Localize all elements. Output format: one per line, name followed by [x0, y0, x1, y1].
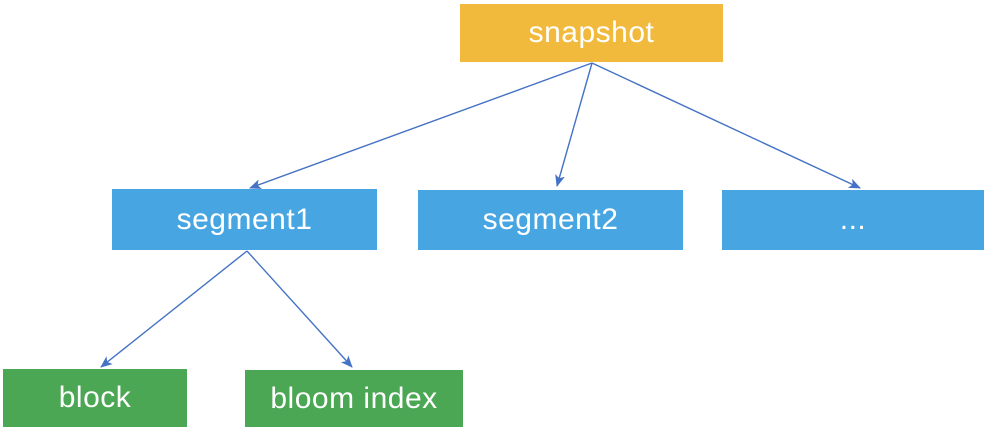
node-snapshot: snapshot	[460, 4, 723, 62]
node-snapshot-label: snapshot	[528, 16, 655, 49]
node-block: block	[3, 369, 187, 427]
edge-segment1-block	[100, 250, 248, 368]
node-segment1: segment1	[112, 189, 377, 250]
edge-snapshot-more	[591, 62, 861, 189]
node-bloom-index-label: bloom index	[270, 381, 438, 415]
node-bloom-index: bloom index	[245, 370, 463, 427]
edge-snapshot-segment1	[249, 62, 593, 189]
node-more-label: ...	[839, 203, 867, 236]
node-segment2: segment2	[418, 190, 683, 250]
node-block-label: block	[58, 381, 132, 414]
edge-snapshot-segment2	[555, 62, 593, 187]
node-segment1-label: segment1	[176, 202, 313, 236]
edge-segment1-bloom-index	[246, 250, 353, 368]
node-segment2-label: segment2	[482, 203, 619, 236]
node-more: ...	[722, 190, 984, 250]
